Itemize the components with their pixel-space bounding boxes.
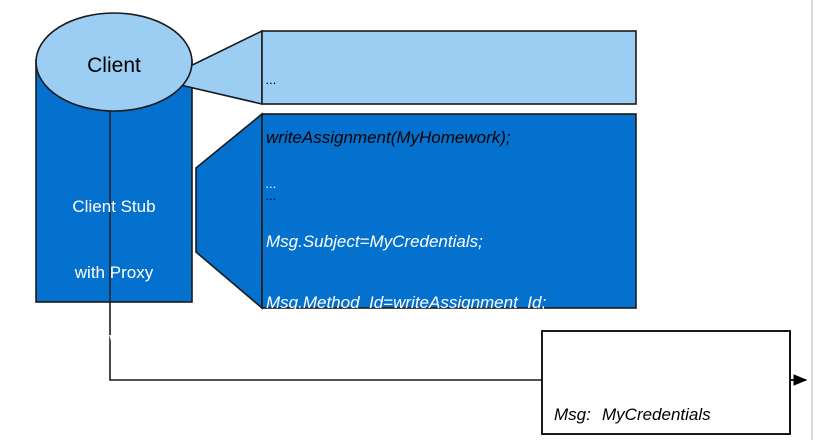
client-stub-label-line: Client Stub bbox=[72, 197, 156, 216]
client-stub-label-line: with Proxy bbox=[74, 263, 154, 282]
message-row: Msg: MyCredentials bbox=[554, 400, 786, 430]
code-line-ellipsis: ... bbox=[266, 176, 277, 191]
client-node-label: Client bbox=[87, 54, 141, 77]
client-stub-label-line: (here without bbox=[64, 329, 164, 348]
client-stub-label-line: PEP and PDP) bbox=[57, 395, 171, 414]
arrow-head-icon bbox=[793, 374, 808, 386]
application-callout-code: ... writeAssignment(MyHomework); ... bbox=[266, 34, 626, 241]
client-stub-label: Client Stub with Proxy (here without PEP… bbox=[30, 152, 198, 440]
message-box-outline bbox=[541, 330, 791, 435]
code-line-ellipsis: ... bbox=[266, 188, 277, 203]
code-line-ellipsis: ... bbox=[266, 72, 277, 87]
message-key-label: Msg: bbox=[554, 405, 591, 424]
code-line: send(Server, Msg); bbox=[266, 415, 410, 434]
stub-callout-code: ... Msg.Subject=MyCredentials; Msg.Metho… bbox=[266, 138, 626, 440]
stub-callout-box bbox=[261, 113, 637, 309]
stub-callout-tail bbox=[195, 112, 263, 310]
message-box-content: Msg: MyCredentials writeAssignment_Id My… bbox=[554, 340, 786, 440]
code-line: Msg.Params= MyHomework; bbox=[266, 354, 485, 373]
client-ellipse bbox=[35, 12, 193, 112]
application-callout-box bbox=[261, 30, 637, 105]
code-line: Msg.Method_Id=writeAssignment_Id; bbox=[266, 293, 547, 312]
code-line: writeAssignment(MyHomework); bbox=[266, 128, 511, 147]
message-value: MyCredentials bbox=[602, 405, 711, 424]
code-line: Msg.Subject=MyCredentials; bbox=[266, 232, 483, 251]
